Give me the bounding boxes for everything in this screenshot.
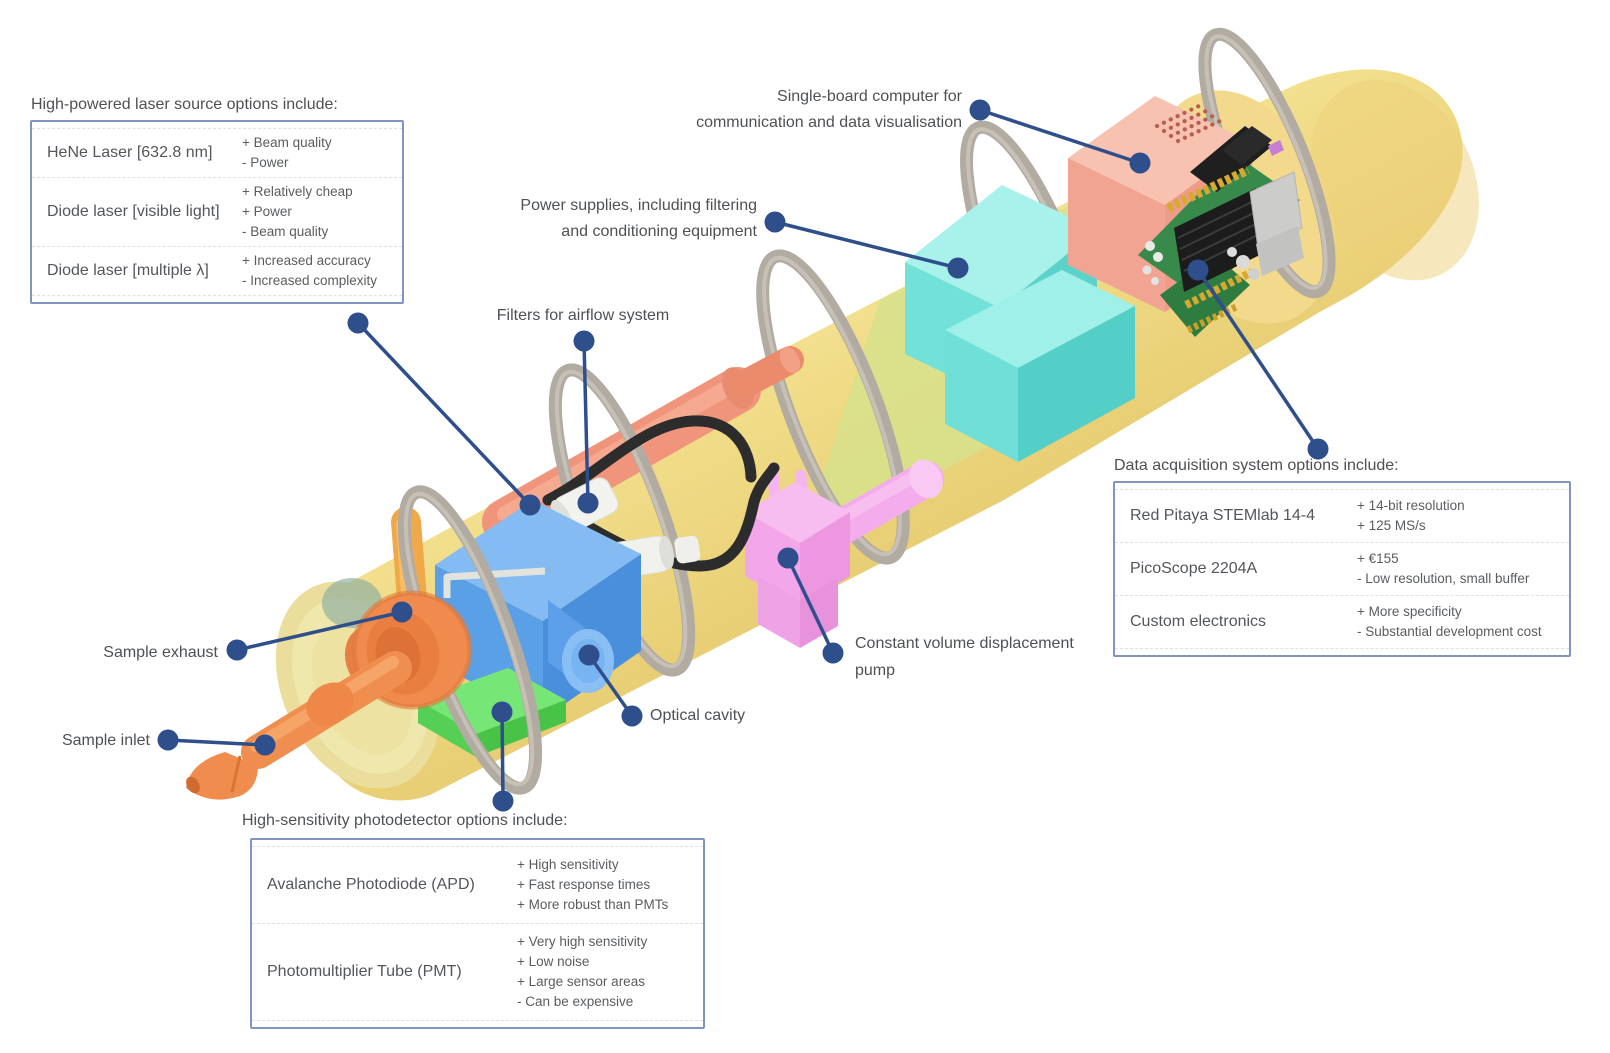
option-point: + 125 MS/s — [1357, 518, 1426, 533]
connector-inlet — [167, 738, 266, 747]
option-name: Diode laser [multiple λ] — [47, 262, 209, 279]
label-line: pump — [855, 662, 896, 679]
option-point: + Increased accuracy — [242, 253, 371, 268]
connector-laser — [356, 321, 532, 507]
option-point: - Low resolution, small buffer — [1357, 571, 1530, 586]
nose-shading — [1311, 79, 1479, 281]
option-name: PicoScope 2204A — [1130, 560, 1258, 577]
label-sample-exhaust: Sample exhaust — [103, 640, 218, 666]
option-point: + More specificity — [1357, 604, 1462, 619]
label-line: Constant volume displacement — [855, 635, 1074, 652]
label-power-supplies: Power supplies, including filtering and … — [520, 193, 757, 245]
laser-option-row: Diode laser [visible light] + Relatively … — [32, 177, 402, 246]
option-points: + €155 - Low resolution, small buffer — [1357, 549, 1529, 589]
option-points: + Relatively cheap + Power - Beam quality — [242, 182, 353, 242]
laser-table-title: High-powered laser source options includ… — [31, 96, 338, 113]
label-single-board-computer: Single-board computer for communication … — [696, 84, 962, 136]
connector-exhaust — [236, 610, 403, 652]
option-point: + Power — [242, 204, 292, 219]
connector-cavity — [587, 653, 634, 718]
photodetector-table-title: High-sensitivity photodetector options i… — [242, 812, 568, 829]
pump — [745, 459, 944, 648]
option-points: + Increased accuracy - Increased complexi… — [242, 251, 377, 291]
sample-inlet-assembly — [186, 590, 473, 800]
daq-options-table: Red Pitaya STEMlab 14-4 + 14-bit resoluti… — [1113, 481, 1571, 657]
connector-computer — [979, 108, 1141, 165]
option-name: Photomultiplier Tube (PMT) — [267, 963, 462, 980]
label-pump: Constant volume displacement pump — [855, 630, 1074, 684]
label-line: communication and data visualisation — [696, 114, 962, 131]
pump-arm — [822, 461, 944, 546]
option-point: - Beam quality — [242, 224, 329, 239]
photo-option-row: Photomultiplier Tube (PMT) + Very high se… — [252, 923, 703, 1021]
option-points: + High sensitivity + Fast response times +… — [517, 855, 668, 915]
annotation-connectors — [167, 108, 1320, 802]
option-point: + Relatively cheap — [242, 184, 353, 199]
label-line: Power supplies, including filtering — [520, 197, 757, 214]
option-name: Red Pitaya STEMlab 14-4 — [1130, 507, 1315, 524]
option-point: - Power — [242, 155, 289, 170]
label-line: Filters for airflow system — [496, 307, 670, 324]
inlet-coupling — [306, 682, 354, 726]
option-point: + High sensitivity — [517, 857, 619, 872]
label-optical-cavity: Optical cavity — [650, 703, 745, 729]
beam-pipe — [443, 567, 546, 598]
option-point: + Large sensor areas — [517, 974, 645, 989]
label-line: Single-board computer for — [777, 88, 962, 105]
photodetector-options-table: Avalanche Photodiode (APD) + High sensiti… — [250, 838, 705, 1029]
option-point: + Very high sensitivity — [517, 934, 648, 949]
option-points: + More specificity - Substantial developm… — [1357, 602, 1542, 642]
option-name: Diode laser [visible light] — [47, 203, 220, 220]
speaker-grille — [1154, 102, 1225, 144]
connector-filters — [582, 340, 590, 504]
label-line: Optical cavity — [650, 707, 746, 724]
option-name: Custom electronics — [1130, 613, 1267, 630]
label-sample-inlet: Sample inlet — [62, 728, 150, 754]
option-point: + Low noise — [517, 954, 590, 969]
connector-pump — [786, 557, 835, 654]
label-line: and conditioning equipment — [561, 223, 757, 240]
connector-photodetector — [500, 711, 505, 802]
option-point: - Can be expensive — [517, 994, 634, 1009]
option-point: - Increased complexity — [242, 273, 378, 288]
option-name: HeNe Laser [632.8 nm] — [47, 144, 213, 161]
power-supply-box-2 — [945, 270, 1135, 462]
annotation-dots — [157, 99, 1329, 812]
option-points: + 14-bit resolution + 125 MS/s — [1357, 496, 1465, 536]
option-point: + €155 — [1357, 551, 1399, 566]
daq-option-row: Custom electronics + More specificity - Su… — [1115, 595, 1569, 649]
option-point: - Substantial development cost — [1357, 624, 1542, 639]
label-line: Sample exhaust — [103, 644, 218, 661]
option-point: + Beam quality — [242, 135, 332, 150]
photo-option-row: Avalanche Photodiode (APD) + High sensiti… — [252, 846, 703, 923]
option-points: + Very high sensitivity + Low noise + Larg… — [517, 932, 647, 1012]
label-line: Sample inlet — [61, 732, 150, 749]
support-ring-3 — [756, 249, 910, 565]
laser-options-table: HeNe Laser [632.8 nm] + Beam quality - Pow… — [30, 120, 404, 304]
daq-table-title: Data acquisition system options include: — [1114, 457, 1399, 474]
option-point: + Fast response times — [517, 877, 651, 892]
daq-option-row: PicoScope 2204A + €155 - Low resolution, s… — [1115, 542, 1569, 595]
option-points: + Beam quality - Power — [242, 133, 332, 173]
connector-daq — [1196, 269, 1320, 450]
connector-power — [774, 220, 959, 270]
option-name: Avalanche Photodiode (APD) — [267, 876, 475, 893]
option-point: + 14-bit resolution — [1357, 498, 1465, 513]
inlet-nozzle — [186, 752, 258, 800]
laser-option-row: HeNe Laser [632.8 nm] + Beam quality - Pow… — [32, 128, 402, 177]
label-airflow-filters: Filters for airflow system — [467, 303, 699, 329]
option-point: + More robust than PMTs — [517, 897, 669, 912]
daq-option-row: Red Pitaya STEMlab 14-4 + 14-bit resoluti… — [1115, 489, 1569, 542]
laser-option-row: Diode laser [multiple λ] + Increased accu… — [32, 246, 402, 296]
